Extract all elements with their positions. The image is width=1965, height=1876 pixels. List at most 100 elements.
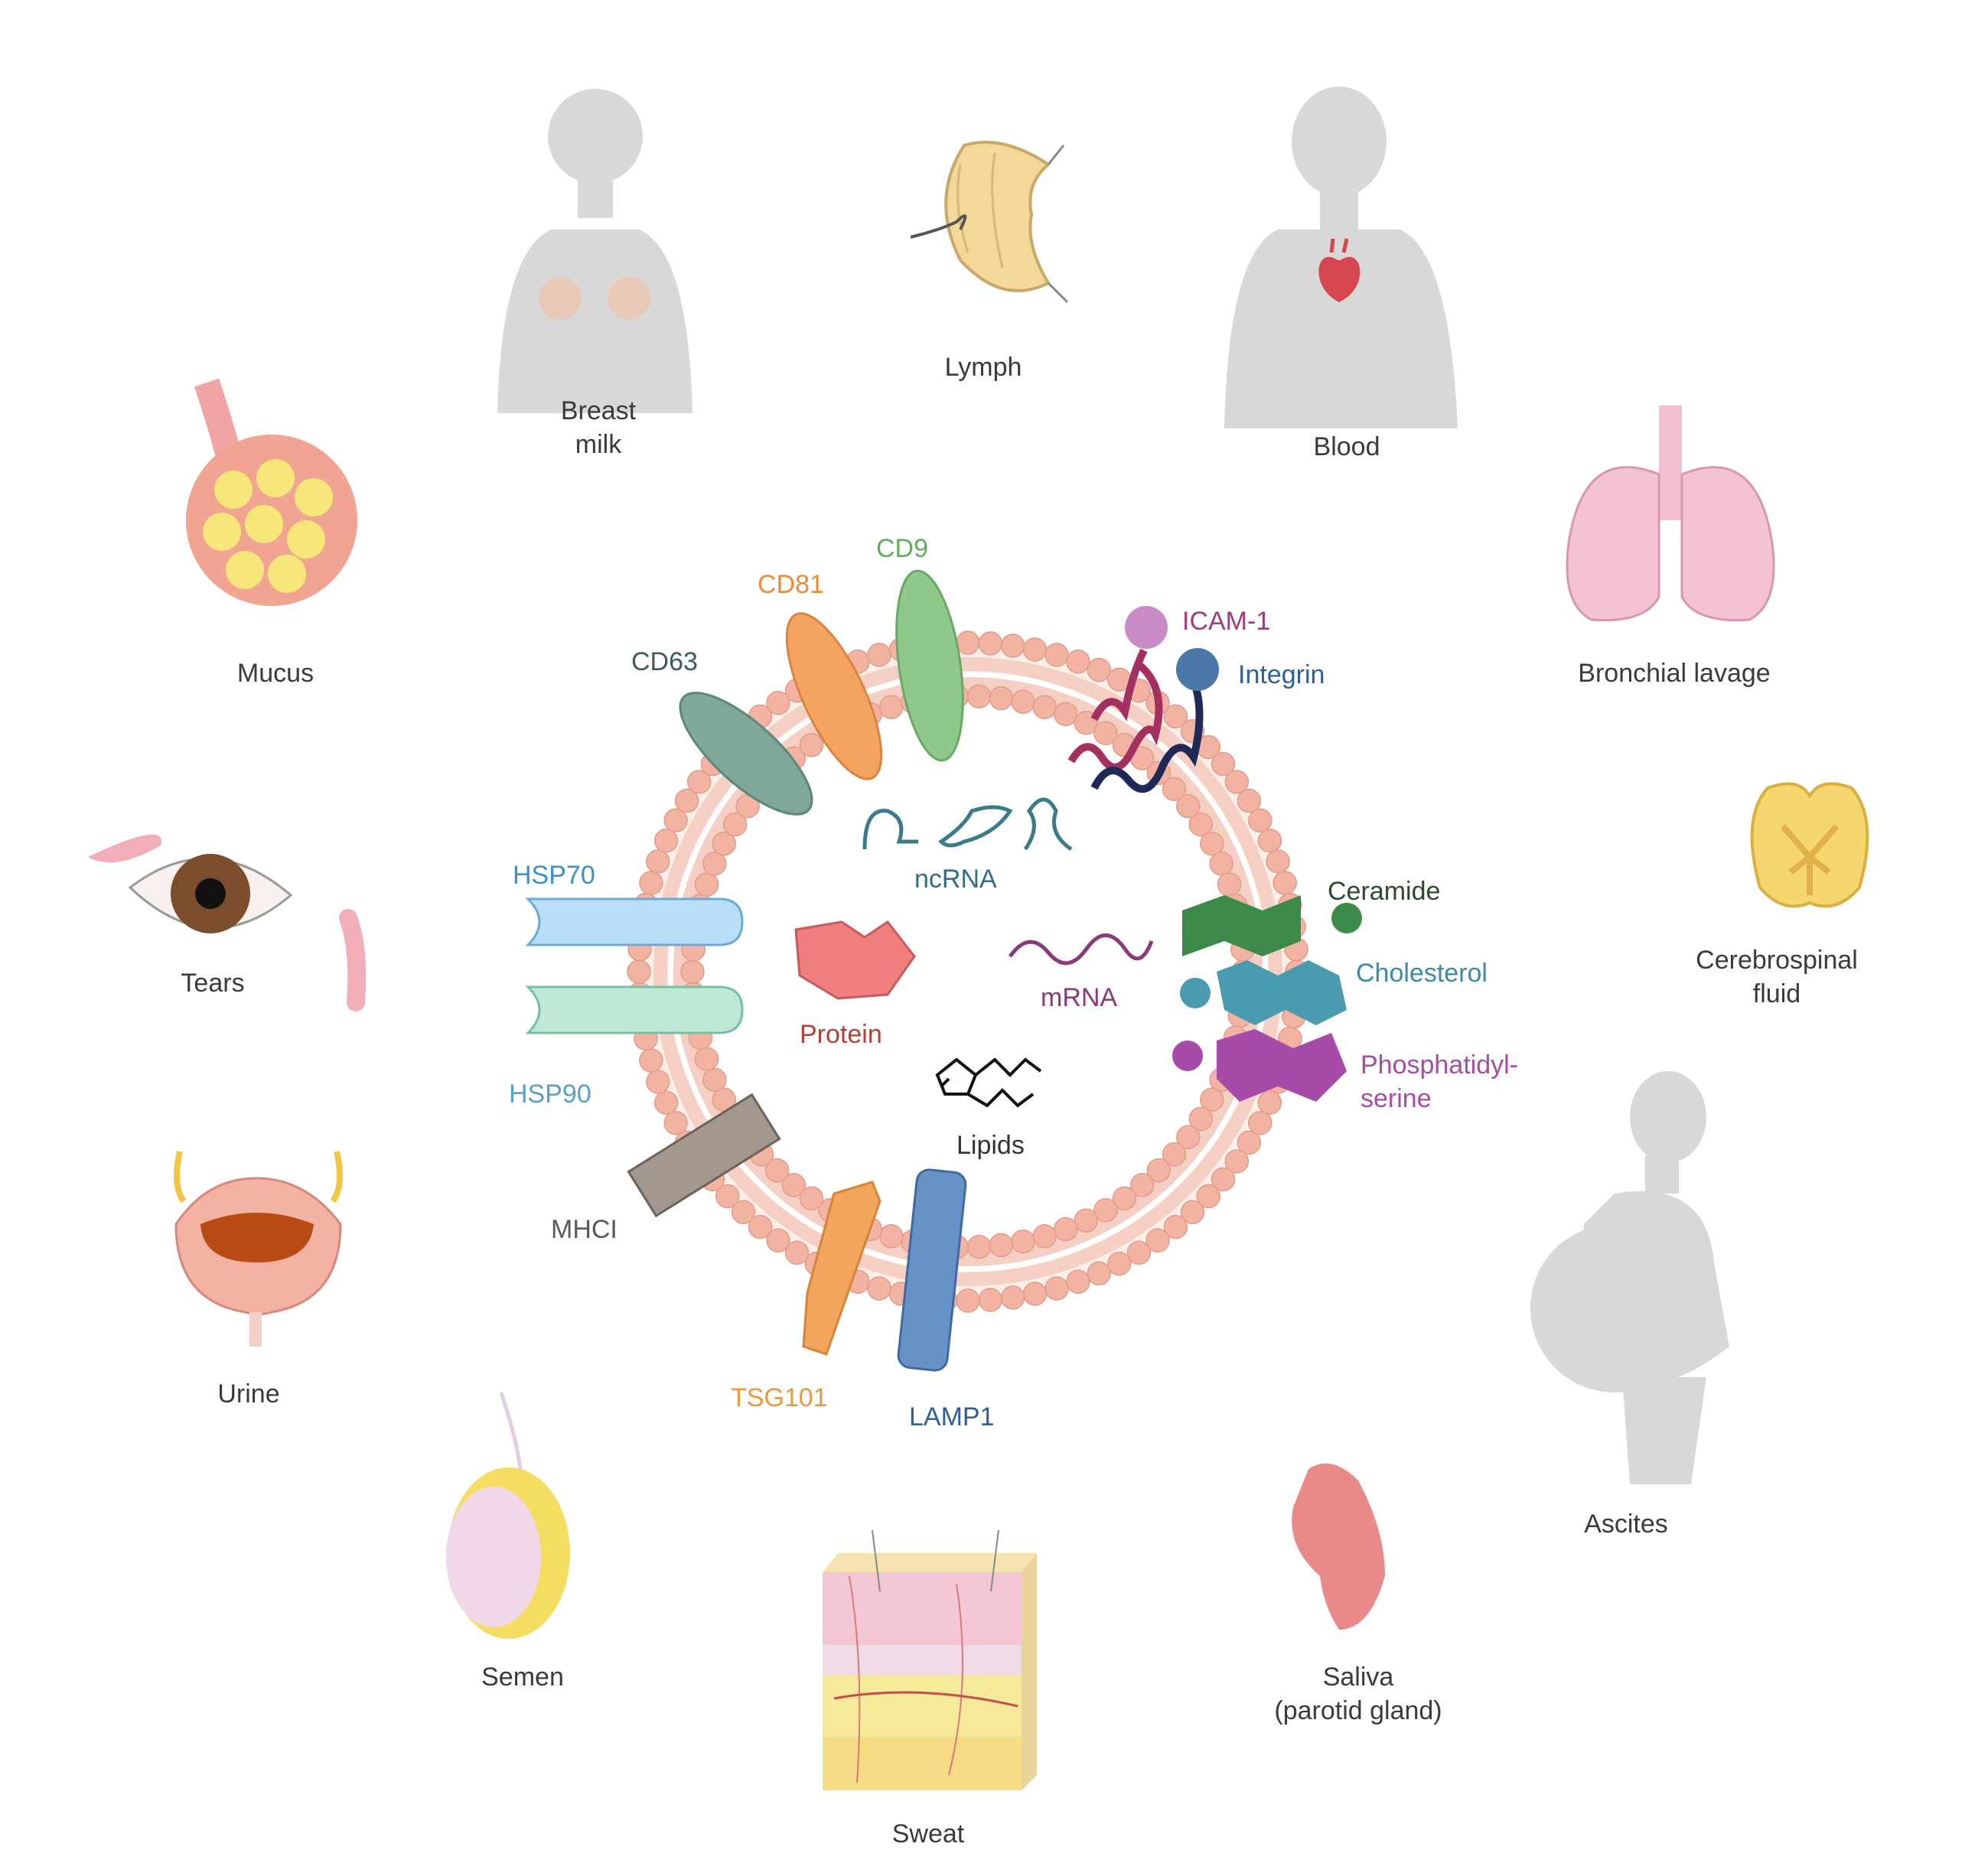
lipid-bead — [1163, 1214, 1188, 1239]
hsp70-protein — [525, 897, 744, 946]
lipid-bead — [1129, 1173, 1155, 1197]
lipid-bead — [799, 732, 824, 757]
lipid-bead — [978, 631, 1003, 656]
lipid-bead — [1224, 770, 1250, 794]
ceramide-molecule — [1182, 895, 1362, 956]
phosphatidylserine-molecule — [1172, 1029, 1347, 1102]
lipid-bead — [680, 959, 705, 984]
source-label-mucus: Mucus — [237, 656, 314, 690]
lipid-bead — [978, 1288, 1003, 1312]
testis-icon — [446, 1392, 570, 1639]
integrin-protein — [1090, 648, 1219, 793]
lipid-bead — [639, 1048, 663, 1073]
lipid-bead — [663, 808, 688, 832]
lipid-bead — [674, 788, 699, 813]
breast-milk-line2: milk — [575, 430, 622, 459]
lipid-bead — [956, 1288, 980, 1313]
semen-line1: Semen — [481, 1663, 564, 1692]
lipid-structure — [935, 1057, 1042, 1108]
lipid-bead — [1112, 1186, 1137, 1211]
source-label-breast-milk: Breast milk — [561, 394, 636, 461]
mhci-protein — [627, 1093, 781, 1218]
lipid-bead — [764, 1158, 790, 1183]
label-protein: Protein — [800, 1020, 882, 1049]
lipid-bead — [1237, 1130, 1262, 1155]
label-cd63: CD63 — [631, 647, 698, 676]
hsp90-protein — [525, 985, 744, 1034]
source-label-ascites: Ascites — [1584, 1507, 1668, 1541]
lipid-bead — [1044, 1276, 1069, 1301]
lipid-bead — [966, 1234, 992, 1259]
label-icam1: ICAM-1 — [1182, 607, 1271, 636]
cd81-protein — [785, 612, 883, 780]
source-label-cerebrospinal-fluid: Cerebrospinal fluid — [1696, 943, 1858, 1011]
lipid-bead — [766, 1228, 790, 1253]
skin-icon — [823, 1529, 1037, 1790]
lipid-bead — [1032, 695, 1057, 719]
lipid-bead — [1188, 812, 1214, 837]
source-label-semen: Semen — [481, 1660, 564, 1694]
lipid-bead — [1022, 1282, 1048, 1306]
lipid-bead — [1200, 1087, 1224, 1112]
lipid-bead — [702, 852, 727, 876]
lipid-bead — [663, 1111, 688, 1135]
lipid-bead — [653, 1090, 679, 1116]
mrna-strand — [1008, 933, 1154, 966]
label-cd9: CD9 — [876, 534, 929, 563]
sweat-line1: Sweat — [891, 1819, 965, 1848]
lipid-bead — [867, 643, 891, 667]
lipid-bead — [1257, 828, 1282, 853]
label-mrna: mRNA — [1041, 983, 1118, 1012]
ncrna-strand — [862, 797, 1073, 852]
lipid-bead — [1217, 872, 1242, 897]
lipid-bead — [1180, 1200, 1205, 1225]
lipid-bead — [1146, 1158, 1172, 1183]
label-hsp90: HSP90 — [509, 1080, 591, 1109]
lipid-bead — [694, 1047, 719, 1071]
lipid-bead — [867, 1276, 891, 1301]
breast-icon — [539, 277, 650, 320]
csf-line2: fluid — [1752, 979, 1801, 1008]
lipid-bead — [1145, 1228, 1170, 1253]
lipid-bead — [1211, 751, 1236, 777]
lipid-bead — [1011, 1229, 1035, 1254]
lipid-bead — [694, 872, 719, 897]
csf-line1: Cerebrospinal — [1696, 946, 1858, 975]
lipid-bead — [1257, 1090, 1282, 1116]
icam1-protein — [1067, 606, 1168, 771]
lipid-bead — [1066, 1269, 1090, 1294]
lipid-bead — [1022, 637, 1048, 662]
lipid-bead — [966, 684, 992, 709]
label-lamp1: LAMP1 — [909, 1402, 995, 1431]
lipid-bead — [702, 1067, 727, 1092]
lipid-bead — [1162, 1142, 1187, 1167]
lipid-bead — [686, 770, 712, 794]
lipid-bead — [1107, 1252, 1132, 1276]
lipid-bead — [1053, 702, 1078, 727]
blood-line1: Blood — [1313, 432, 1380, 461]
lipid-bead — [1011, 689, 1035, 715]
label-hsp70: HSP70 — [513, 861, 595, 890]
lipid-bead — [712, 831, 736, 856]
label-mhci: MHCI — [551, 1215, 618, 1244]
lipid-bead — [1074, 1208, 1099, 1233]
lipid-bead — [799, 1186, 824, 1211]
lipid-bead — [748, 1214, 773, 1239]
label-lipids: Lipids — [956, 1131, 1025, 1160]
source-label-sweat: Sweat — [892, 1817, 965, 1851]
lipid-bead — [1176, 1125, 1201, 1150]
cholesterol-molecule — [1180, 960, 1347, 1025]
lipid-bead — [1248, 808, 1273, 832]
eye-icon — [88, 834, 367, 1011]
label-ncrna: ncRNA — [914, 865, 997, 894]
label-tsg101: TSG101 — [731, 1383, 828, 1412]
lipid-bead — [1126, 1240, 1152, 1265]
label-integrin: Integrin — [1238, 660, 1325, 689]
lipid-bead — [784, 1240, 810, 1265]
ascites-line1: Ascites — [1584, 1510, 1668, 1539]
lipid-bead — [1266, 849, 1290, 874]
source-label-lymph: Lymph — [945, 350, 1022, 384]
lipid-bead — [1000, 1285, 1025, 1310]
lipid-bead — [639, 871, 663, 895]
